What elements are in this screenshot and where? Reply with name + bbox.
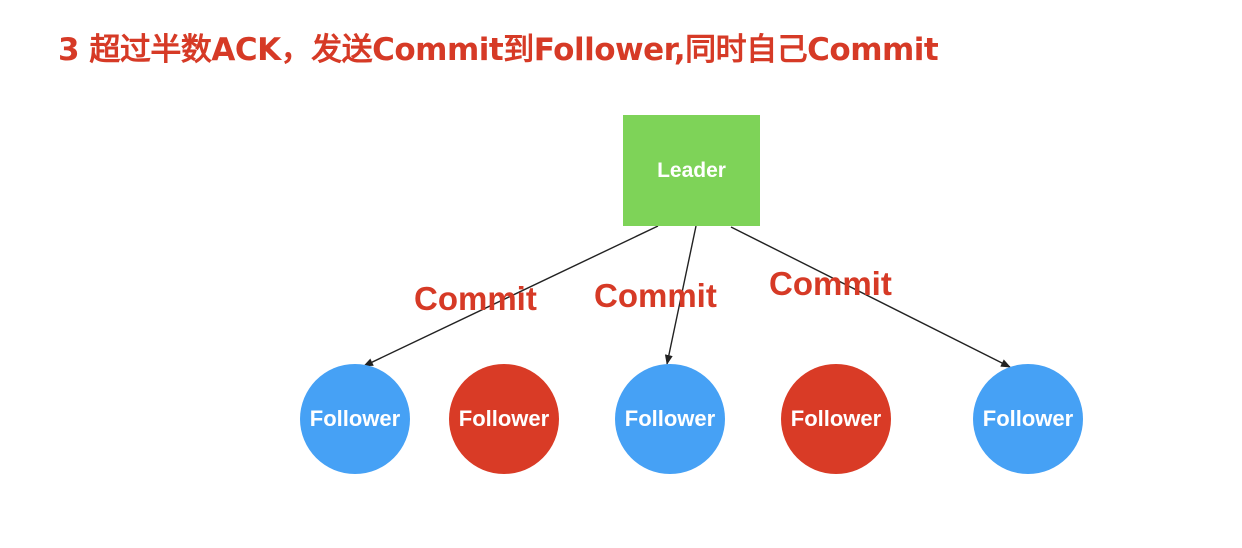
edge-label-commit-2: Commit	[594, 277, 717, 314]
edge-label-commit-1: Commit	[414, 280, 537, 317]
follower-node-2: Follower	[449, 364, 559, 474]
follower-label: Follower	[309, 406, 401, 431]
edge-label-commit-3: Commit	[769, 265, 892, 302]
follower-node-4: Follower	[781, 364, 891, 474]
arrow-leader-to-follower-5	[730, 226, 1011, 368]
leader-label: Leader	[657, 158, 726, 182]
leader-node: Leader	[623, 115, 760, 226]
follower-label: Follower	[790, 406, 882, 431]
follower-node-3: Follower	[615, 364, 725, 474]
diagram-title: 3 超过半数ACK，发送Commit到Follower,同时自己Commit	[58, 32, 939, 68]
follower-label: Follower	[624, 406, 716, 431]
follower-node-5: Follower	[973, 364, 1083, 474]
follower-label: Follower	[458, 406, 550, 431]
follower-node-1: Follower	[300, 364, 410, 474]
arrow-leader-to-follower-1	[363, 225, 659, 367]
arrow-leader-to-follower-3	[664, 225, 697, 365]
follower-label: Follower	[982, 406, 1074, 431]
